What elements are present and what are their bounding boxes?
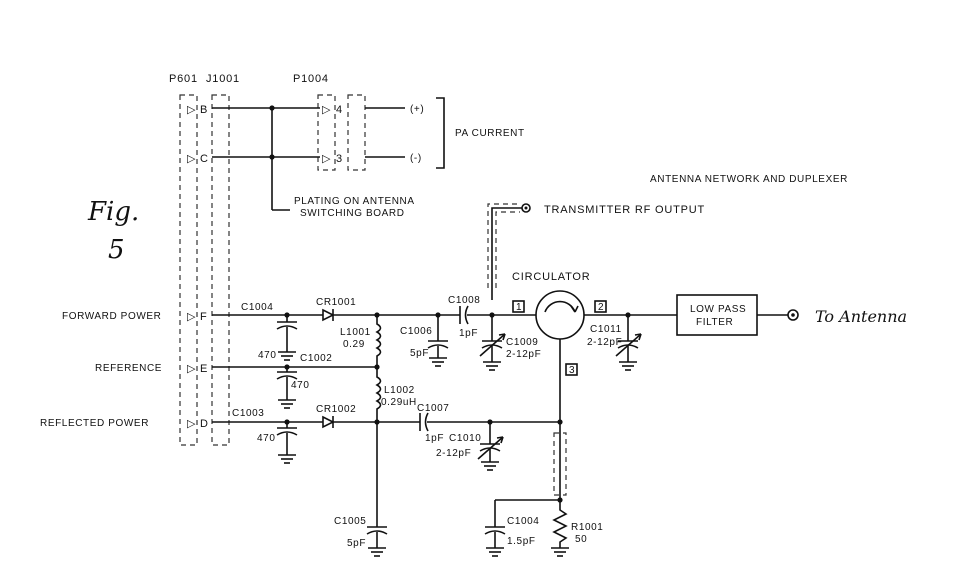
c1003-name: C1003 (232, 408, 264, 419)
filter-label-line2: FILTER (696, 317, 733, 328)
plating-node-top (269, 105, 275, 111)
low-pass-filter-block (676, 294, 758, 336)
connector-j1001-box (211, 94, 230, 446)
pin-3-label: 3 (336, 153, 343, 165)
pin-4-arrow: ▷ (322, 104, 331, 116)
circulator-port2: 2 (598, 302, 604, 313)
c1009-value: 2-12pF (506, 349, 541, 360)
tx-coax-center (491, 207, 522, 300)
circulator-port3: 3 (569, 365, 575, 376)
c1006-name: C1006 (400, 326, 432, 337)
c1002-name: C1002 (300, 353, 332, 364)
c1006-value: 5pF (410, 348, 429, 359)
tx-coax-shield-inner (495, 211, 520, 288)
pin-4-label: 4 (336, 104, 343, 116)
pin-d-label: D (200, 418, 209, 430)
c1011-name: C1011 (590, 324, 622, 335)
pa-minus-label: (-) (410, 153, 422, 164)
figure-label-line1: Fig. (87, 197, 139, 227)
cr1001-label: CR1001 (316, 297, 356, 308)
filter-label-line1: LOW PASS (690, 304, 746, 315)
c1004-bottom-value: 1.5pF (507, 536, 536, 547)
c1004-top-value: 470 (258, 350, 277, 361)
c1008-name: C1008 (448, 295, 480, 306)
cr1002-label: CR1002 (316, 404, 356, 415)
l1002-name: L1002 (384, 385, 415, 396)
pa-plus-label: (+) (410, 104, 424, 115)
r1001-resistor (552, 500, 568, 548)
connector-p1004-box-left (317, 94, 336, 171)
diagram-title: ANTENNA NETWORK AND DUPLEXER (650, 174, 848, 185)
c1008-value: 1pF (459, 328, 478, 339)
cr1002-diode (322, 415, 335, 429)
pin-c-arrow: ▷ (187, 153, 196, 165)
pin-e-label: E (200, 363, 208, 375)
tx-output-label: TRANSMITTER RF OUTPUT (544, 204, 705, 216)
c1003-value: 470 (257, 433, 276, 444)
c1007-value: 1pF (425, 433, 444, 444)
c1009-name: C1009 (506, 337, 538, 348)
c1007-name: C1007 (417, 403, 449, 414)
circulator-port1-box (512, 300, 525, 313)
pa-current-label: PA CURRENT (455, 128, 525, 139)
ground-symbol (277, 351, 297, 361)
pa-current-bracket (436, 97, 445, 169)
connector-p1004-box-right (347, 94, 366, 171)
tx-output-terminal (521, 203, 531, 213)
c1005-name: C1005 (334, 516, 366, 527)
c1010-name: C1010 (449, 433, 481, 444)
plating-note-line1: PLATING ON ANTENNA (294, 196, 415, 207)
r1001-name: R1001 (571, 522, 603, 533)
c1002-value: 470 (291, 380, 310, 391)
circulator-port1: 1 (516, 302, 522, 313)
tx-coax-shield-outer (487, 203, 520, 288)
pin-c-label: C (200, 153, 209, 165)
plating-node-bottom (269, 154, 275, 160)
pin-d-arrow: ▷ (187, 418, 196, 430)
circulator-port2-box (594, 300, 607, 313)
l1002-value: 0.29uH (381, 397, 417, 408)
antenna-terminal (787, 309, 799, 321)
pin-e-arrow: ▷ (187, 363, 196, 375)
input-reference-label: REFERENCE (95, 363, 162, 374)
r1001-value: 50 (575, 534, 587, 545)
connector-j1001-label: J1001 (206, 73, 240, 85)
cr1001-diode (322, 308, 335, 322)
c1004-top-name: C1004 (241, 302, 273, 313)
input-reflected-label: REFLECTED POWER (40, 418, 149, 429)
input-forward-label: FORWARD POWER (62, 311, 161, 322)
connector-p601-box (179, 94, 198, 446)
l1002-inductor (375, 367, 382, 422)
pin-f-arrow: ▷ (187, 311, 196, 323)
figure-label-line2: 5 (108, 235, 125, 265)
to-antenna-label: To Antenna (815, 307, 907, 326)
plating-note-line2: SWITCHING BOARD (300, 208, 405, 219)
l1001-value: 0.29 (343, 339, 365, 350)
connector-p601-label: P601 (169, 73, 198, 85)
pin-b-label: B (200, 104, 208, 116)
c1010-value: 2-12pF (436, 448, 471, 459)
pin-f-label: F (200, 311, 208, 323)
coax-to-load-shield (553, 432, 567, 496)
l1001-name: L1001 (340, 327, 371, 338)
pin-b-arrow: ▷ (187, 104, 196, 116)
connector-p1004-label: P1004 (293, 73, 329, 85)
pin-3-arrow: ▷ (322, 153, 331, 165)
l1001-inductor (375, 315, 382, 367)
circulator-direction-arrow (544, 300, 576, 313)
circulator-symbol (535, 290, 585, 340)
circulator-port3-box (565, 363, 578, 376)
circulator-label: CIRCULATOR (512, 271, 591, 283)
c1005-value: 5pF (347, 538, 366, 549)
c1011-value: 2-12pF (587, 337, 622, 348)
c1004-bottom-name: C1004 (507, 516, 539, 527)
